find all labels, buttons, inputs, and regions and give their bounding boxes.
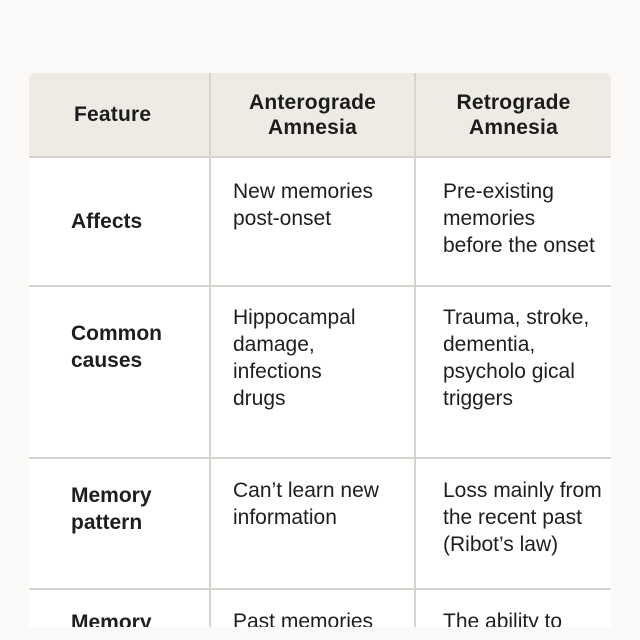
cell-line: the recent past — [443, 506, 582, 529]
retrograde-cell: Pre-existing memories before the onset — [414, 156, 611, 287]
cell-line: drugs — [233, 387, 286, 410]
anterograde-cell: Can’t learn new information — [209, 457, 416, 590]
header-feature: Feature — [29, 73, 211, 158]
feature-cell: Memory pattern — [29, 457, 211, 590]
feature-line: Memory — [71, 611, 152, 627]
cell-line: Hippocampal — [233, 306, 356, 329]
cell-line: post-onset — [233, 207, 332, 230]
cell-line: New memories — [233, 180, 374, 203]
cell-line: dementia, — [443, 333, 536, 356]
header-anterograde-line: Anterograde — [248, 90, 377, 114]
table-row-common-causes: Common causes Hippocampal damage, infect… — [29, 285, 611, 459]
cell-line: Trauma, stroke, — [443, 306, 590, 329]
cell-line: Can’t learn new — [233, 479, 379, 502]
amnesia-comparison-table: Feature Anterograde Amnesia Retrograde A… — [29, 73, 611, 627]
feature-cell: Memory types spared — [29, 588, 211, 627]
header-retrograde-line: Amnesia — [469, 115, 558, 139]
feature-line: pattern — [71, 511, 143, 534]
feature-cell: Affects — [29, 156, 211, 287]
cell-line: memories — [443, 207, 536, 230]
cell-line: Past memories — [233, 610, 374, 627]
feature-line: Memory — [71, 484, 152, 507]
cell-line: (Ribot’s law) — [443, 533, 559, 556]
cell-line: before the onset — [443, 234, 595, 257]
table-row-affects: Affects New memories post-onset Pre-exis… — [29, 156, 611, 287]
feature-line: causes — [71, 349, 143, 372]
cell-line: information — [233, 506, 337, 529]
feature-line: Affects — [71, 210, 143, 233]
cell-line: Pre-existing — [443, 180, 554, 203]
cell-line: infections — [233, 360, 322, 383]
header-anterograde-line: Amnesia — [268, 115, 357, 139]
anterograde-cell: Past memories are usually intact — [209, 588, 416, 627]
header-feature-line: Feature — [74, 103, 152, 126]
header-retrograde-line: Retrograde — [456, 90, 571, 114]
comparison-table-container: Feature Anterograde Amnesia Retrograde A… — [29, 73, 611, 627]
header-retrograde: Retrograde Amnesia — [414, 73, 611, 158]
feature-cell: Common causes — [29, 285, 211, 459]
cell-line: damage, — [233, 333, 315, 356]
anterograde-cell: Hippocampal damage, infections drugs — [209, 285, 416, 459]
table-row-memory-pattern: Memory pattern Can’t learn new informati… — [29, 457, 611, 590]
table-row-memory-types-spared: Memory types spared Past memories are us… — [29, 588, 611, 627]
header-anterograde: Anterograde Amnesia — [209, 73, 416, 158]
cell-line: The ability to — [443, 610, 563, 627]
retrograde-cell: Trauma, stroke, dementia, psycholo gical… — [414, 285, 611, 459]
table-header-row: Feature Anterograde Amnesia Retrograde A… — [29, 73, 611, 158]
retrograde-cell: Loss mainly from the recent past (Ribot’… — [414, 457, 611, 590]
cell-line: psycholo gical — [443, 360, 575, 383]
retrograde-cell: The ability to learn new things remains — [414, 588, 611, 627]
feature-line: Common — [71, 322, 162, 345]
cell-line: Loss mainly from — [443, 479, 602, 502]
anterograde-cell: New memories post-onset — [209, 156, 416, 287]
cell-line: triggers — [443, 387, 514, 410]
